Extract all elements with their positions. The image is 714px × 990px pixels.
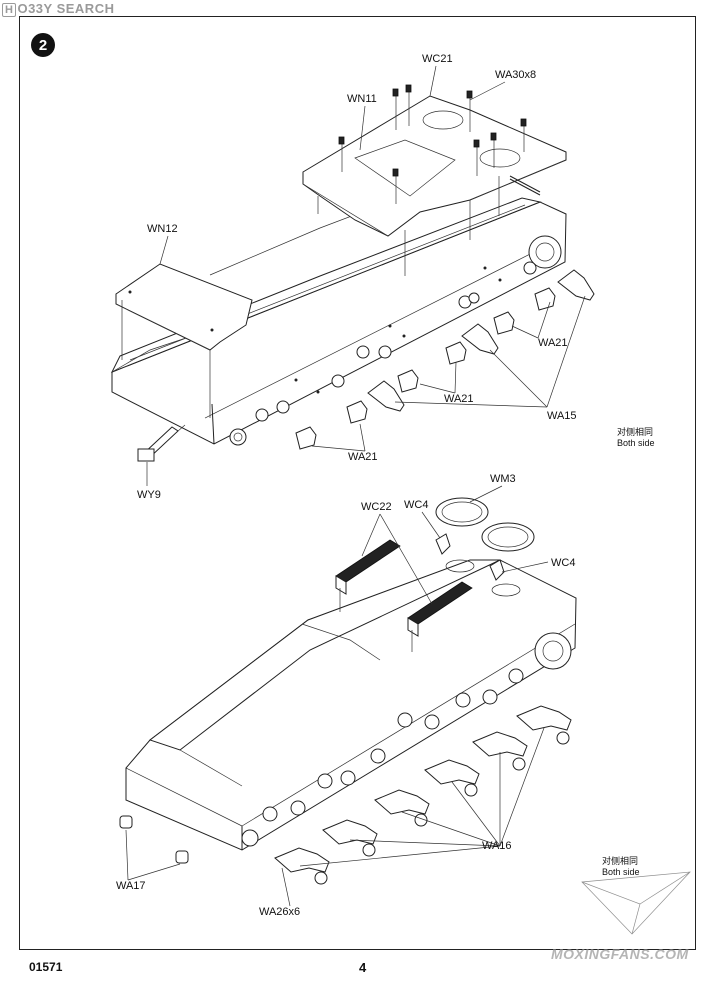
label-wn12: WN12 (147, 223, 178, 235)
step-number-badge: 2 (31, 33, 55, 57)
note-both-side-upper: 对侧相同 Both side (617, 427, 655, 449)
upper-hull-illustration (110, 65, 595, 486)
product-code: 01571 (29, 960, 63, 974)
page-number: 4 (359, 960, 367, 975)
label-wc4-top: WC4 (404, 499, 429, 511)
lower-suspension-parts (262, 668, 572, 885)
watermark-top-text: O33Y SEARCH (17, 1, 115, 16)
label-wa21-mid: WA21 (444, 393, 474, 405)
label-wm3: WM3 (490, 473, 516, 485)
note-en: Both side (602, 867, 640, 877)
hobbysearch-logo-icon: H (2, 3, 17, 17)
lower-hull-illustration (119, 485, 577, 907)
note-both-side-lower: 对侧相同 Both side (602, 856, 640, 878)
note-cn: 对侧相同 (617, 427, 654, 437)
label-wc4-right: WC4 (551, 557, 576, 569)
upper-leader-lines (146, 65, 586, 486)
paper-plane-logo-icon (581, 871, 691, 935)
lower-leader-lines (125, 485, 549, 907)
label-wc22: WC22 (361, 501, 392, 513)
watermark-bottom: MOXINGFANS.COM (551, 946, 689, 962)
label-wn11: WN11 (347, 93, 377, 105)
label-wy9: WY9 (137, 489, 161, 501)
note-en: Both side (617, 438, 655, 448)
label-wa26x6: WA26x6 (259, 906, 301, 918)
label-wa21-bottom: WA21 (348, 451, 378, 463)
label-wa16: WA16 (482, 840, 512, 852)
label-wa17: WA17 (116, 880, 146, 892)
page-border (19, 16, 696, 950)
label-wa30x8: WA30x8 (495, 69, 537, 81)
note-cn: 对侧相同 (602, 856, 639, 866)
wc22-grilles (335, 539, 473, 652)
label-wa15: WA15 (547, 410, 577, 422)
wa30-pins (338, 84, 527, 204)
label-wa21-right: WA21 (538, 337, 568, 349)
label-wc21: WC21 (422, 53, 453, 65)
upper-suspension-parts (255, 261, 595, 450)
